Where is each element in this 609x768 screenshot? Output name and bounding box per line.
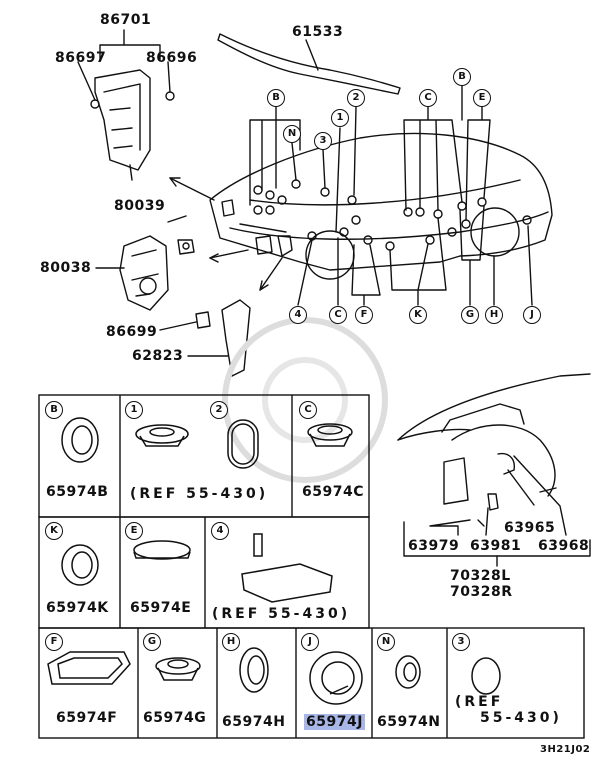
grommet-ref1-drawing xyxy=(135,424,189,447)
part-65974H-label: 65974H xyxy=(222,714,286,730)
plug-ref3-drawing xyxy=(471,657,501,695)
cell-key-F: F xyxy=(45,633,63,651)
cell-key-K: K xyxy=(45,522,63,540)
part-65974C-label: 65974C xyxy=(302,484,364,500)
grommet-65974B-drawing xyxy=(61,417,99,463)
part-65974G-label: 65974G xyxy=(143,710,207,726)
cell-key-2: 2 xyxy=(210,401,228,419)
part-63981-label: 63981 xyxy=(470,538,522,554)
part-63968-label: 63968 xyxy=(538,538,590,554)
part-70328L-label: 70328L xyxy=(450,568,511,584)
ref-55-430-c-line1: (REF xyxy=(455,694,504,710)
callout-bottom-C: C xyxy=(329,306,347,324)
part-65974J-label-highlighted[interactable]: 65974J xyxy=(304,714,365,730)
cell-key-3: 3 xyxy=(452,633,470,651)
ref-55-430-a: (REF 55-430) xyxy=(130,486,269,502)
plug-65974E-drawing xyxy=(133,540,191,560)
grommet-65974G-drawing xyxy=(155,657,201,681)
seal-65974F-drawing xyxy=(47,651,131,685)
part-61533-label: 61533 xyxy=(292,24,344,40)
part-86697-label: 86697 xyxy=(55,50,107,66)
grommet-65974K-drawing xyxy=(61,544,99,586)
ref-55-430-c-line2: 55-430) xyxy=(480,710,562,726)
ref-55-430-b: (REF 55-430) xyxy=(212,606,351,622)
callout-bottom-4: 4 xyxy=(289,306,307,324)
callout-top-2: 2 xyxy=(347,89,365,107)
callout-top-3: 3 xyxy=(314,132,332,150)
grommet-65974J-drawing xyxy=(309,651,363,705)
cell-key-1: 1 xyxy=(125,401,143,419)
part-65974B-label: 65974B xyxy=(46,484,109,500)
grommet-65974C-drawing xyxy=(307,423,353,447)
callout-bottom-H: H xyxy=(485,306,503,324)
callout-bottom-G: G xyxy=(461,306,479,324)
part-63979-label: 63979 xyxy=(408,538,460,554)
part-70328R-label: 70328R xyxy=(450,584,513,600)
cell-key-N: N xyxy=(377,633,395,651)
part-80039-label: 80039 xyxy=(114,198,166,214)
cell-key-J: J xyxy=(301,633,319,651)
cell-key-4: 4 xyxy=(211,522,229,540)
part-65974F-label: 65974F xyxy=(56,710,118,726)
plate-ref4-drawing xyxy=(241,533,333,603)
part-80038-label: 80038 xyxy=(40,260,92,276)
plug-ref2-drawing xyxy=(227,419,259,469)
callout-top-E: E xyxy=(473,89,491,107)
cell-key-H: H xyxy=(222,633,240,651)
part-65974N-label: 65974N xyxy=(377,714,441,730)
callout-bottom-F: F xyxy=(355,306,373,324)
diagram-code: 3H21J02 xyxy=(540,744,591,755)
bracket-86701-drawing xyxy=(94,69,151,181)
grommet-65974H-drawing xyxy=(239,647,269,693)
callout-top-C: C xyxy=(419,89,437,107)
callout-top-B2: B xyxy=(453,68,471,86)
callout-bottom-J: J xyxy=(523,306,541,324)
part-63965-label: 63965 xyxy=(504,520,556,536)
cell-key-E: E xyxy=(125,522,143,540)
callout-top-B: B xyxy=(267,89,285,107)
cell-key-C: C xyxy=(299,401,317,419)
callout-top-N: N xyxy=(283,125,301,143)
part-86701-label: 86701 xyxy=(100,12,152,28)
callout-bottom-K: K xyxy=(409,306,427,324)
part-65974K-label: 65974K xyxy=(46,600,109,616)
part-86696-label: 86696 xyxy=(146,50,198,66)
grommet-65974N-drawing xyxy=(395,655,421,689)
callout-top-1: 1 xyxy=(331,109,349,127)
part-65974E-label: 65974E xyxy=(130,600,192,616)
cell-key-B: B xyxy=(45,401,63,419)
part-86699-label: 86699 xyxy=(106,324,158,340)
part-62823-label: 62823 xyxy=(132,348,184,364)
cell-key-G: G xyxy=(143,633,161,651)
fender-drawing xyxy=(397,373,591,527)
